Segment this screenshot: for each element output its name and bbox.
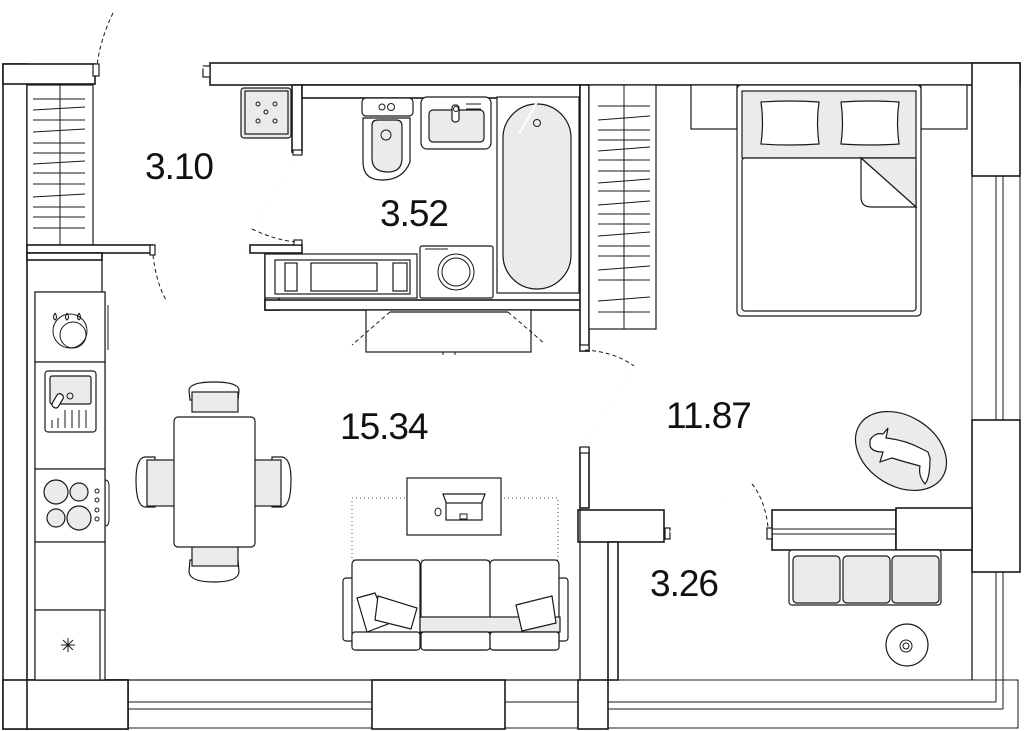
bedroom-door xyxy=(579,349,635,509)
bed-icon xyxy=(690,84,968,317)
bathroom xyxy=(264,84,590,352)
room-area-kitchen-living: 15.34 xyxy=(340,406,429,447)
bedroom-lower-walls xyxy=(577,483,973,681)
tv-unit xyxy=(351,309,546,355)
windows xyxy=(127,175,1021,729)
bathtub-icon xyxy=(496,96,580,294)
hallway-partitions xyxy=(26,84,303,680)
boiler-icon xyxy=(264,253,418,299)
room-area-bathroom: 3.52 xyxy=(380,193,449,234)
hallway-wardrobe xyxy=(26,84,94,246)
coffee-table-laptop-icon xyxy=(351,477,559,561)
balcony-table-icon xyxy=(885,623,929,667)
room-area-balcony: 3.26 xyxy=(650,563,719,604)
room-area-hallway: 3.10 xyxy=(145,146,214,187)
toilet-icon xyxy=(361,97,414,181)
kitchen-counter xyxy=(34,291,110,681)
rug-dog-icon xyxy=(854,410,948,492)
bedroom-wardrobe xyxy=(588,84,657,330)
entrance-door xyxy=(92,12,211,78)
bathroom-sink-icon xyxy=(420,96,492,150)
balcony-sofa-icon xyxy=(788,549,942,606)
ventilation-shaft xyxy=(240,87,292,139)
room-area-bedroom: 11.87 xyxy=(666,395,752,436)
washing-machine-icon xyxy=(419,245,494,299)
dining-table-icon xyxy=(135,381,292,583)
living-sofa-icon xyxy=(342,559,569,651)
